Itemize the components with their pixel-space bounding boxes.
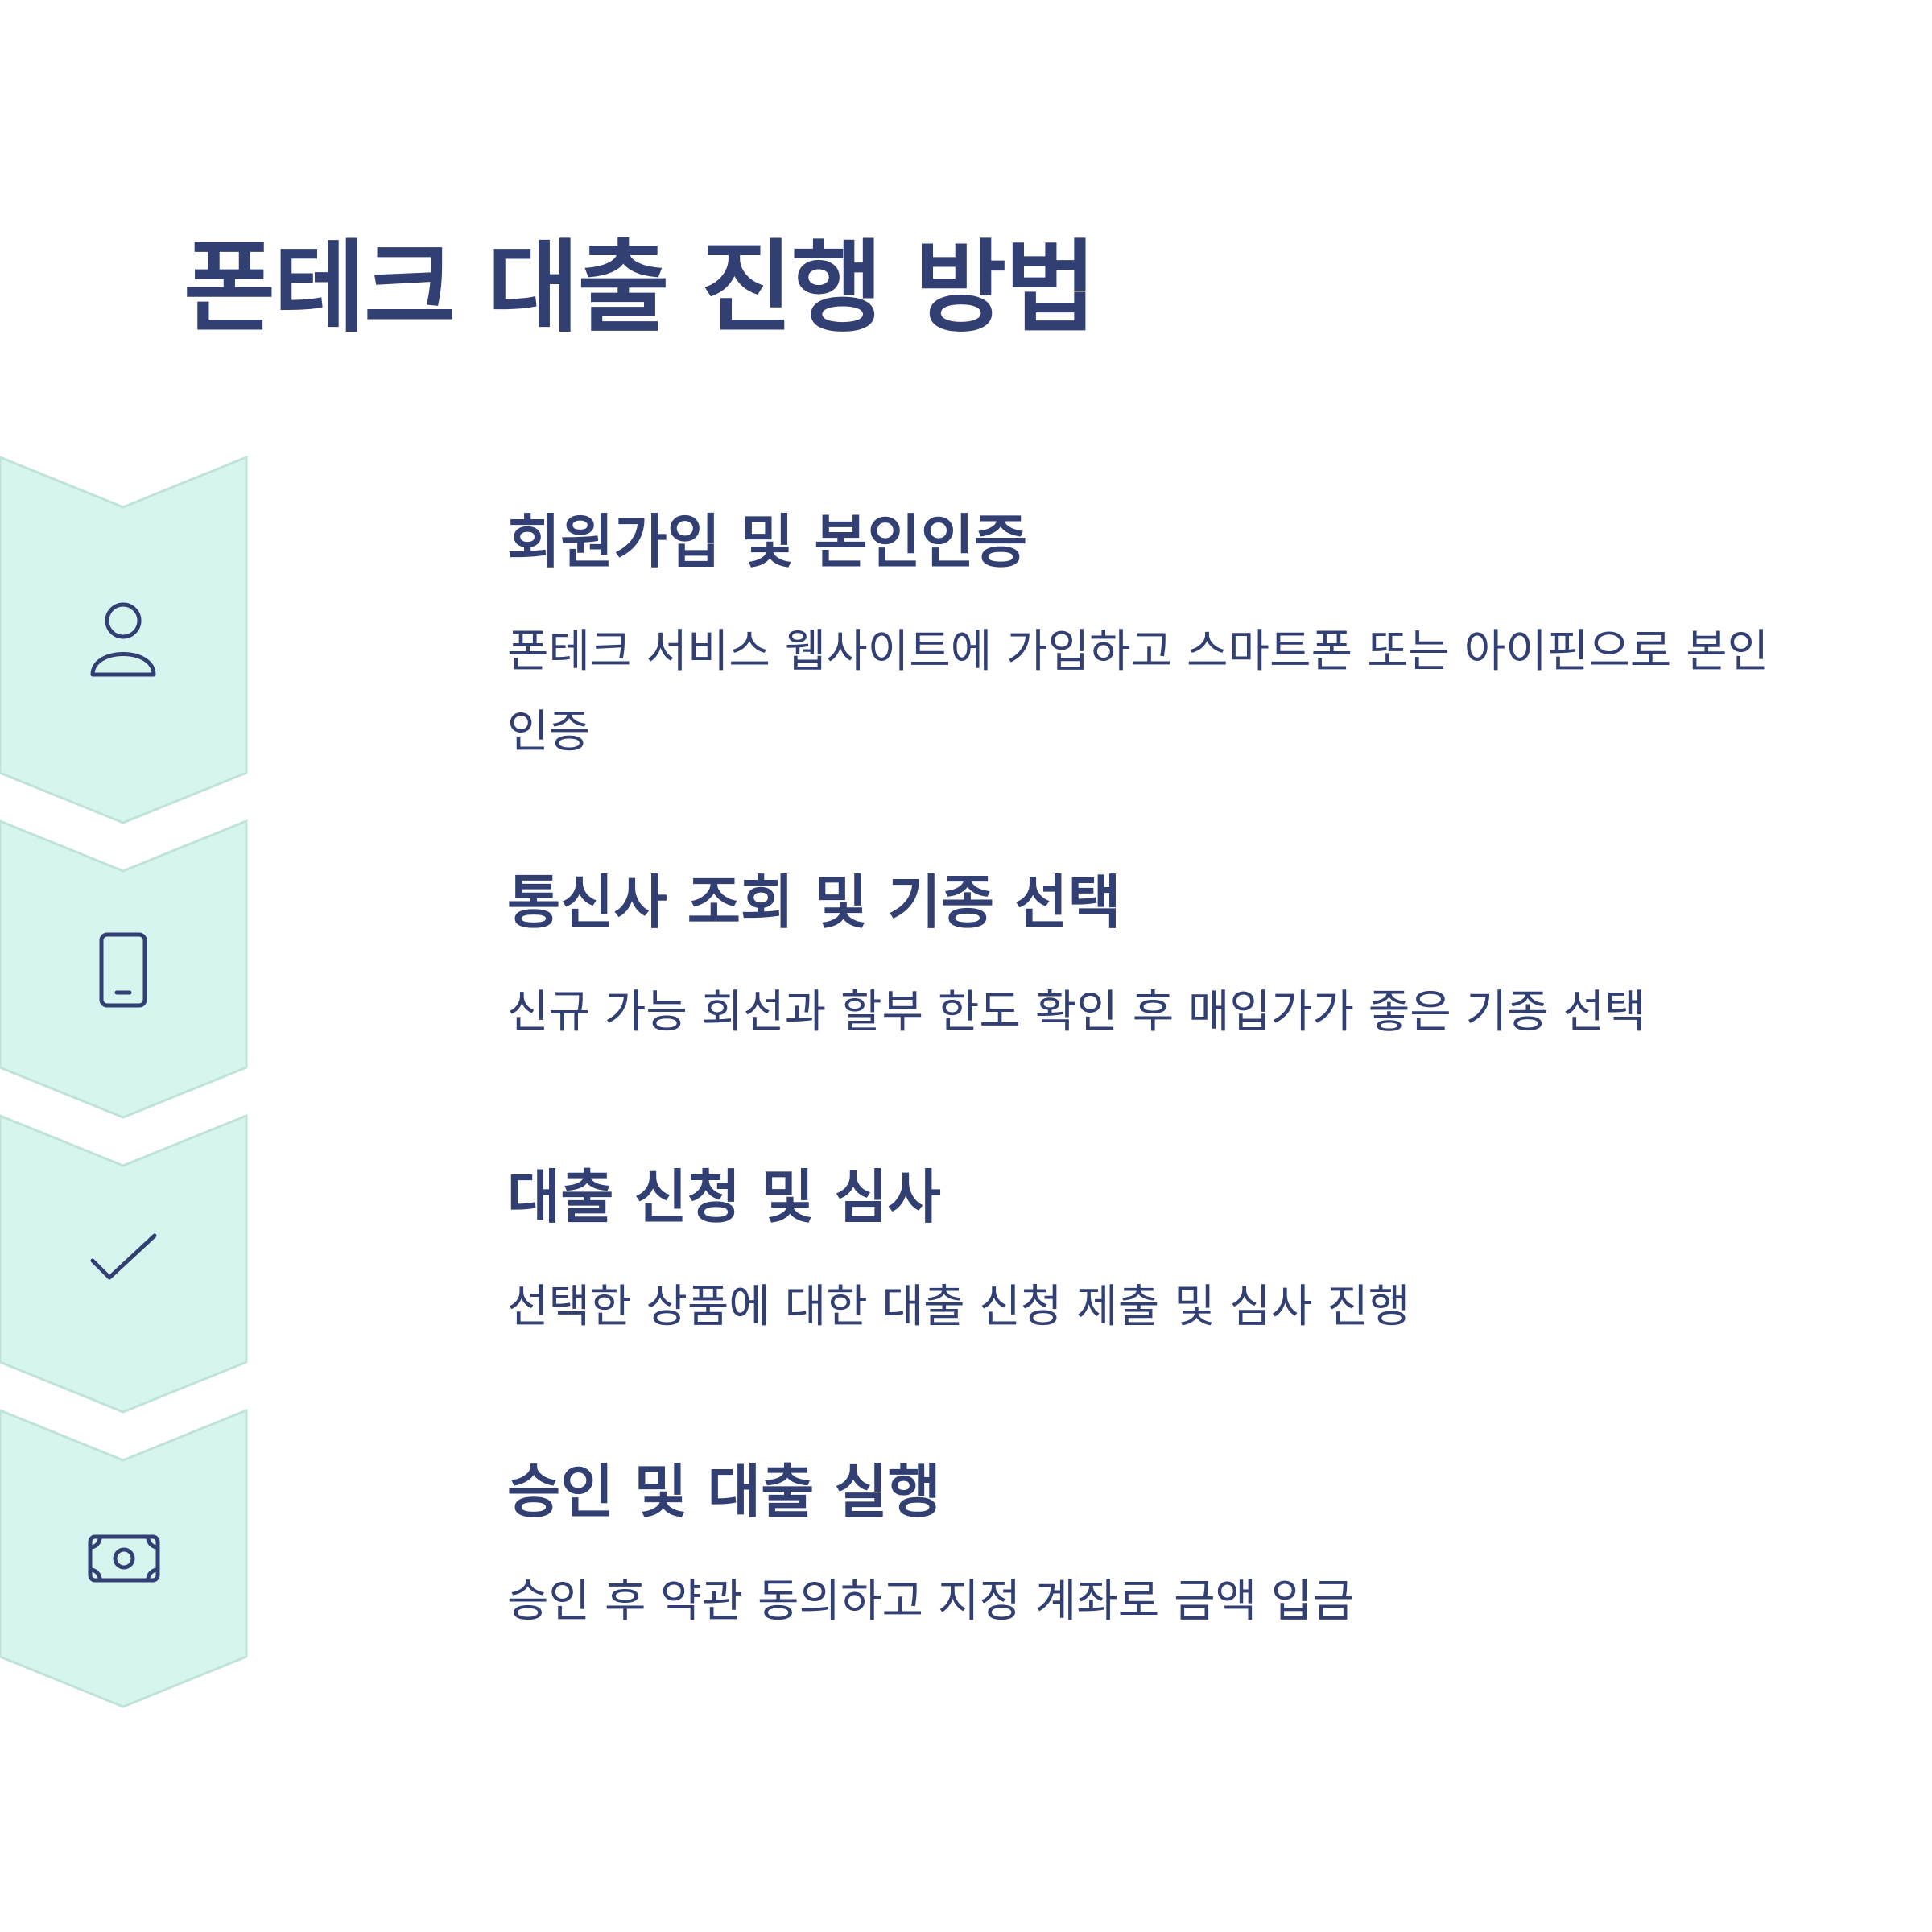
smartphone-icon xyxy=(99,932,147,1008)
step-2-chevron xyxy=(0,819,248,1119)
banknote-icon xyxy=(88,1534,160,1583)
step-3-description: 선택한 상품에 대한 대출 신청 제출 및 심사 진행 xyxy=(507,1281,1410,1333)
step-3-title: 대출 신청 및 심사 xyxy=(507,1163,941,1231)
step-1-description: 폰테크 서비스 웹사이트에 가입하고 스마트폰 또는 아이핀으로 본인 인증 xyxy=(507,625,1769,758)
step-1-title: 회원가입 및 본인인증 xyxy=(507,508,1028,576)
checkmark-icon xyxy=(90,1233,157,1280)
step-2-title: 통신사 조회 및 기종 선택 xyxy=(507,869,1121,936)
page-title: 폰테크 대출 진행 방법 xyxy=(184,230,1096,346)
step-3-chevron xyxy=(0,1113,248,1414)
step-4-title: 승인 및 대출 실행 xyxy=(507,1458,941,1525)
step-4-chevron xyxy=(0,1408,248,1708)
step-1-chevron xyxy=(0,455,248,824)
step-2-description: 신규 가능 회선과 할부 한도 확인 후 매입가가 좋은 기종 선택 xyxy=(507,986,1646,1038)
step-4-description: 승인 후 약관 동의하고 지정 계좌로 금액 입금 xyxy=(507,1575,1354,1628)
user-icon xyxy=(90,602,156,677)
